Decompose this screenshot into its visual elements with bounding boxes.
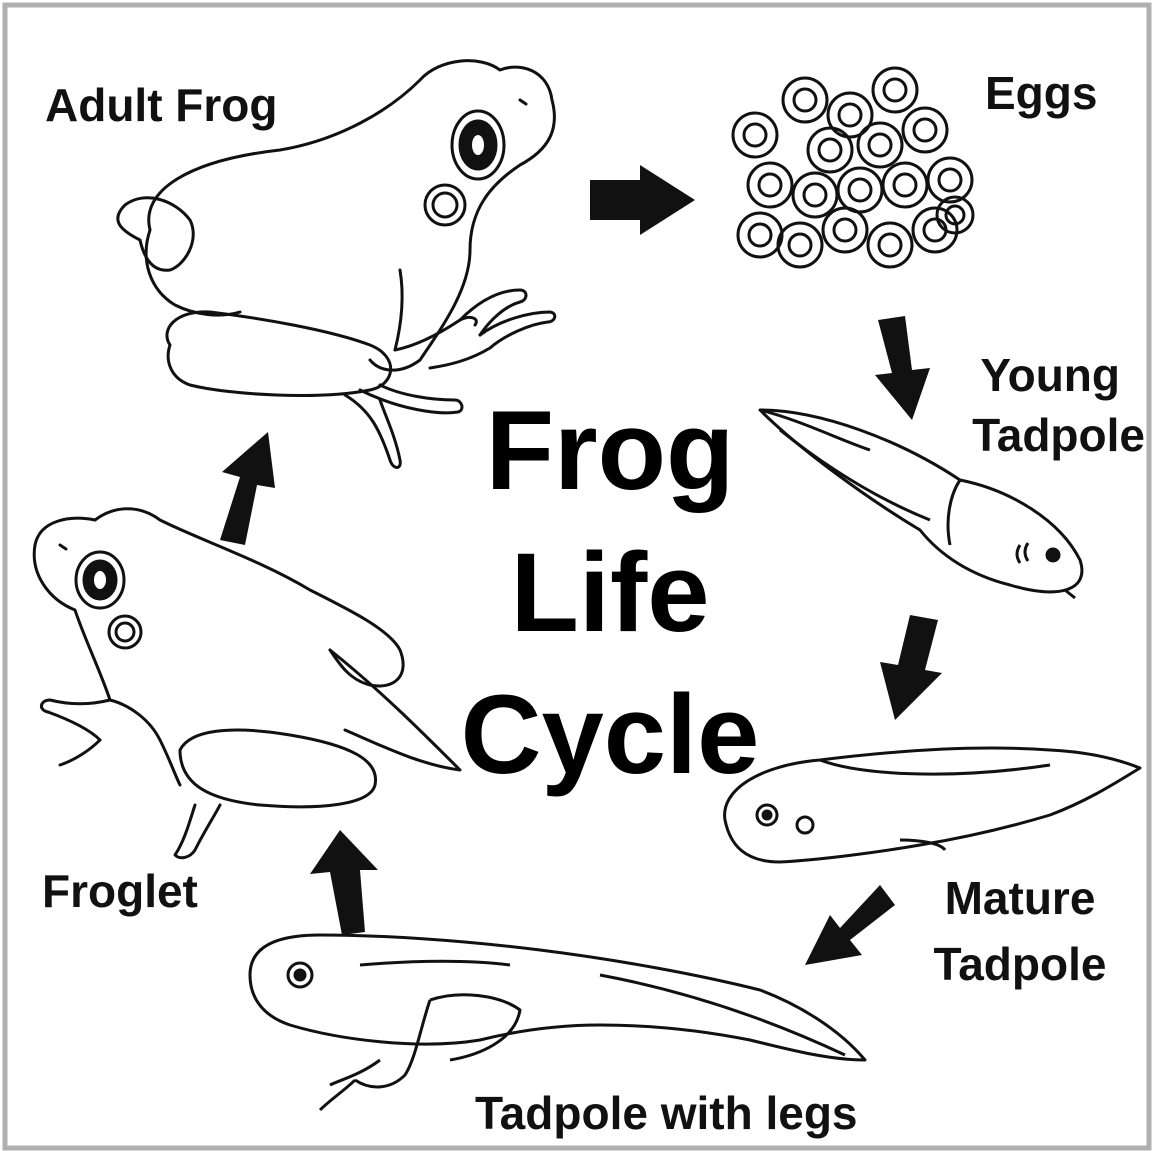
arrow-legs-to-froglet — [310, 830, 378, 935]
label-mature-tadpole: Mature Tadpole — [915, 875, 1125, 987]
title-line-life: Life — [410, 537, 810, 649]
label-mature-tadpole-line2: Tadpole — [915, 941, 1125, 987]
title-line-cycle: Cycle — [410, 679, 810, 791]
label-young-tadpole-line2: Tadpole — [945, 412, 1145, 458]
label-young-tadpole: Young Tadpole — [945, 352, 1145, 458]
arrow-froglet-to-adult — [220, 432, 275, 545]
froglet-drawing — [34, 509, 460, 858]
label-eggs: Eggs — [985, 70, 1097, 116]
title-line-frog: Frog — [410, 395, 810, 507]
arrow-young-to-mature — [880, 615, 942, 720]
label-young-tadpole-line1: Young — [945, 352, 1120, 398]
label-adult-frog: Adult Frog — [45, 82, 278, 128]
arrow-mature-to-legs — [805, 885, 895, 965]
eggs-drawing — [733, 68, 973, 267]
label-froglet: Froglet — [42, 868, 198, 914]
label-mature-tadpole-line1: Mature — [915, 875, 1125, 921]
diagram-title: Frog Life Cycle — [410, 395, 810, 791]
arrow-adult-to-eggs — [590, 165, 695, 235]
arrow-eggs-to-young-tadpole — [875, 316, 930, 420]
label-tadpole-with-legs: Tadpole with legs — [475, 1090, 858, 1136]
tadpole-with-legs-drawing — [250, 935, 865, 1110]
